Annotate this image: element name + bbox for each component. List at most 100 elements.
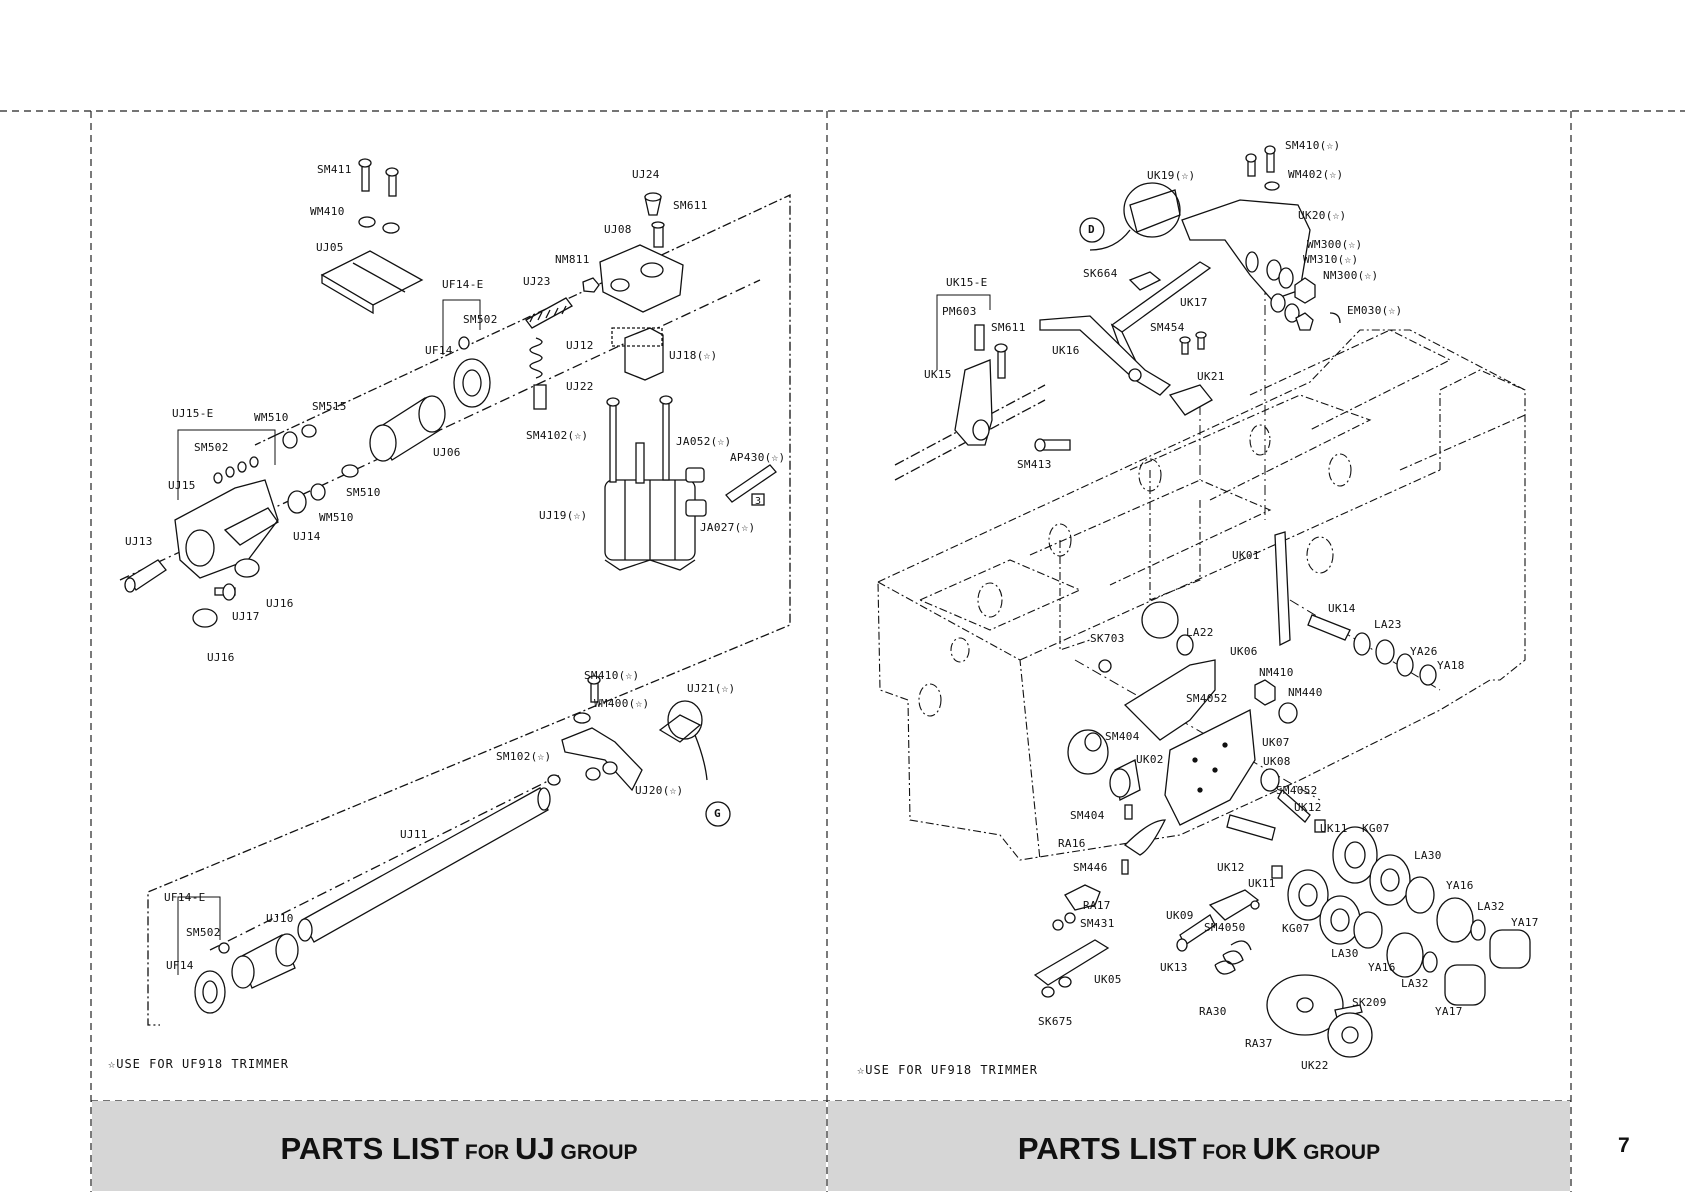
footer-uj-group: PARTS LIST FOR UJ GROUP bbox=[92, 1101, 826, 1191]
footer-text: GROUP bbox=[1297, 1141, 1381, 1164]
part-label: UF14-E bbox=[442, 278, 484, 291]
part-label: UK17 bbox=[1180, 296, 1208, 309]
part-label: UK21 bbox=[1197, 370, 1225, 383]
part-label: SM515 bbox=[312, 400, 347, 413]
part-label: WM402(☆) bbox=[1288, 168, 1344, 181]
part-label: UJ19(☆) bbox=[539, 509, 588, 522]
page-number: 7 bbox=[1618, 1134, 1630, 1157]
part-label: KG07 bbox=[1282, 922, 1310, 935]
part-label: YA16 bbox=[1368, 961, 1396, 974]
part-label: JA027(☆) bbox=[700, 521, 756, 534]
part-label: SM411 bbox=[317, 163, 352, 176]
part-label: NM440 bbox=[1288, 686, 1323, 699]
part-label: YA16 bbox=[1446, 879, 1474, 892]
part-label: SK664 bbox=[1083, 267, 1118, 280]
part-label: UK11 bbox=[1320, 822, 1348, 835]
part-label: UK01 bbox=[1232, 549, 1260, 562]
footer-text: PARTS LIST bbox=[280, 1131, 460, 1166]
part-label: SM502 bbox=[186, 926, 221, 939]
callout-marker-g: G bbox=[714, 807, 721, 820]
part-label: PM603 bbox=[942, 305, 977, 318]
part-label: UJ16 bbox=[207, 651, 235, 664]
part-label: UK12 bbox=[1217, 861, 1245, 874]
part-label: UK16 bbox=[1052, 344, 1080, 357]
part-label: UJ24 bbox=[632, 168, 660, 181]
part-label: UK05 bbox=[1094, 973, 1122, 986]
uj-group-drawing bbox=[119, 158, 791, 1026]
part-label: NM410 bbox=[1259, 666, 1294, 679]
part-label: WM310(☆) bbox=[1303, 253, 1359, 266]
part-label: UJ10 bbox=[266, 912, 294, 925]
footer-text: PARTS LIST bbox=[1017, 1131, 1197, 1166]
part-label: UJ13 bbox=[125, 535, 153, 548]
part-label: YA26 bbox=[1410, 645, 1438, 658]
part-label: UF14 bbox=[425, 344, 453, 357]
part-label: UK02 bbox=[1136, 753, 1164, 766]
part-label: SM413 bbox=[1017, 458, 1052, 471]
part-label: WM410 bbox=[310, 205, 345, 218]
part-label: LA23 bbox=[1374, 618, 1402, 631]
part-label: UK09 bbox=[1166, 909, 1194, 922]
part-label: RA37 bbox=[1245, 1037, 1273, 1050]
footer-text: FOR bbox=[1196, 1141, 1253, 1164]
part-label: UF14-E bbox=[164, 891, 206, 904]
part-label: SM4050 bbox=[1204, 921, 1246, 934]
part-label: UJ08 bbox=[604, 223, 632, 236]
part-label: UK14 bbox=[1328, 602, 1356, 615]
part-label: LA22 bbox=[1186, 626, 1214, 639]
part-label: YA18 bbox=[1437, 659, 1465, 672]
footer-uk-group: PARTS LIST FOR UK GROUP bbox=[828, 1101, 1570, 1191]
part-label: UJ16 bbox=[266, 597, 294, 610]
part-label: LA30 bbox=[1414, 849, 1442, 862]
footer-text: GROUP bbox=[554, 1141, 638, 1164]
part-label: SM404 bbox=[1070, 809, 1105, 822]
footer-text: UJ bbox=[515, 1131, 555, 1166]
part-label: SM611 bbox=[991, 321, 1026, 334]
part-label: UK06 bbox=[1230, 645, 1258, 658]
part-label: EM030(☆) bbox=[1347, 304, 1403, 317]
part-label: SM502 bbox=[194, 441, 229, 454]
part-label: KG07 bbox=[1362, 822, 1390, 835]
part-label: UK12 bbox=[1294, 801, 1322, 814]
part-label: UJ21(☆) bbox=[687, 682, 736, 695]
part-label: SK209 bbox=[1352, 996, 1387, 1009]
part-label: SM4102(☆) bbox=[526, 429, 589, 442]
part-label: UK15 bbox=[924, 368, 952, 381]
part-label: UJ20(☆) bbox=[635, 784, 684, 797]
part-label: UJ23 bbox=[523, 275, 551, 288]
part-label: RA30 bbox=[1199, 1005, 1227, 1018]
part-label: NM300(☆) bbox=[1323, 269, 1379, 282]
part-label: UK22 bbox=[1301, 1059, 1329, 1072]
part-label: UJ18(☆) bbox=[669, 349, 718, 362]
part-label: UJ17 bbox=[232, 610, 260, 623]
part-label: RA16 bbox=[1058, 837, 1086, 850]
part-label: SM410(☆) bbox=[1285, 139, 1341, 152]
part-label: SM611 bbox=[673, 199, 708, 212]
part-label: SM4052 bbox=[1186, 692, 1228, 705]
part-label: SM410(☆) bbox=[584, 669, 640, 682]
part-label: UJ22 bbox=[566, 380, 594, 393]
part-label: SM431 bbox=[1080, 917, 1115, 930]
footer-title: PARTS LIST FOR UK GROUP bbox=[828, 1131, 1570, 1167]
part-label: SM454 bbox=[1150, 321, 1185, 334]
part-label: SM102(☆) bbox=[496, 750, 552, 763]
part-label: UK07 bbox=[1262, 736, 1290, 749]
part-label: UK13 bbox=[1160, 961, 1188, 974]
trimmer-note: ☆USE FOR UF918 TRIMMER bbox=[108, 1057, 289, 1071]
part-label: UK08 bbox=[1263, 755, 1291, 768]
part-label: YA17 bbox=[1435, 1005, 1463, 1018]
part-label: YA17 bbox=[1511, 916, 1539, 929]
uk-group-drawing bbox=[877, 145, 1531, 1058]
part-label: UJ05 bbox=[316, 241, 344, 254]
part-label: LA32 bbox=[1401, 977, 1429, 990]
part-label: LA30 bbox=[1331, 947, 1359, 960]
part-label: WM300(☆) bbox=[1307, 238, 1363, 251]
part-label: UK19(☆) bbox=[1147, 169, 1196, 182]
part-label: SM4052 bbox=[1276, 784, 1318, 797]
part-label: SM404 bbox=[1105, 730, 1140, 743]
part-label: SK703 bbox=[1090, 632, 1125, 645]
part-label: JA052(☆) bbox=[676, 435, 732, 448]
part-label: UK15-E bbox=[946, 276, 988, 289]
